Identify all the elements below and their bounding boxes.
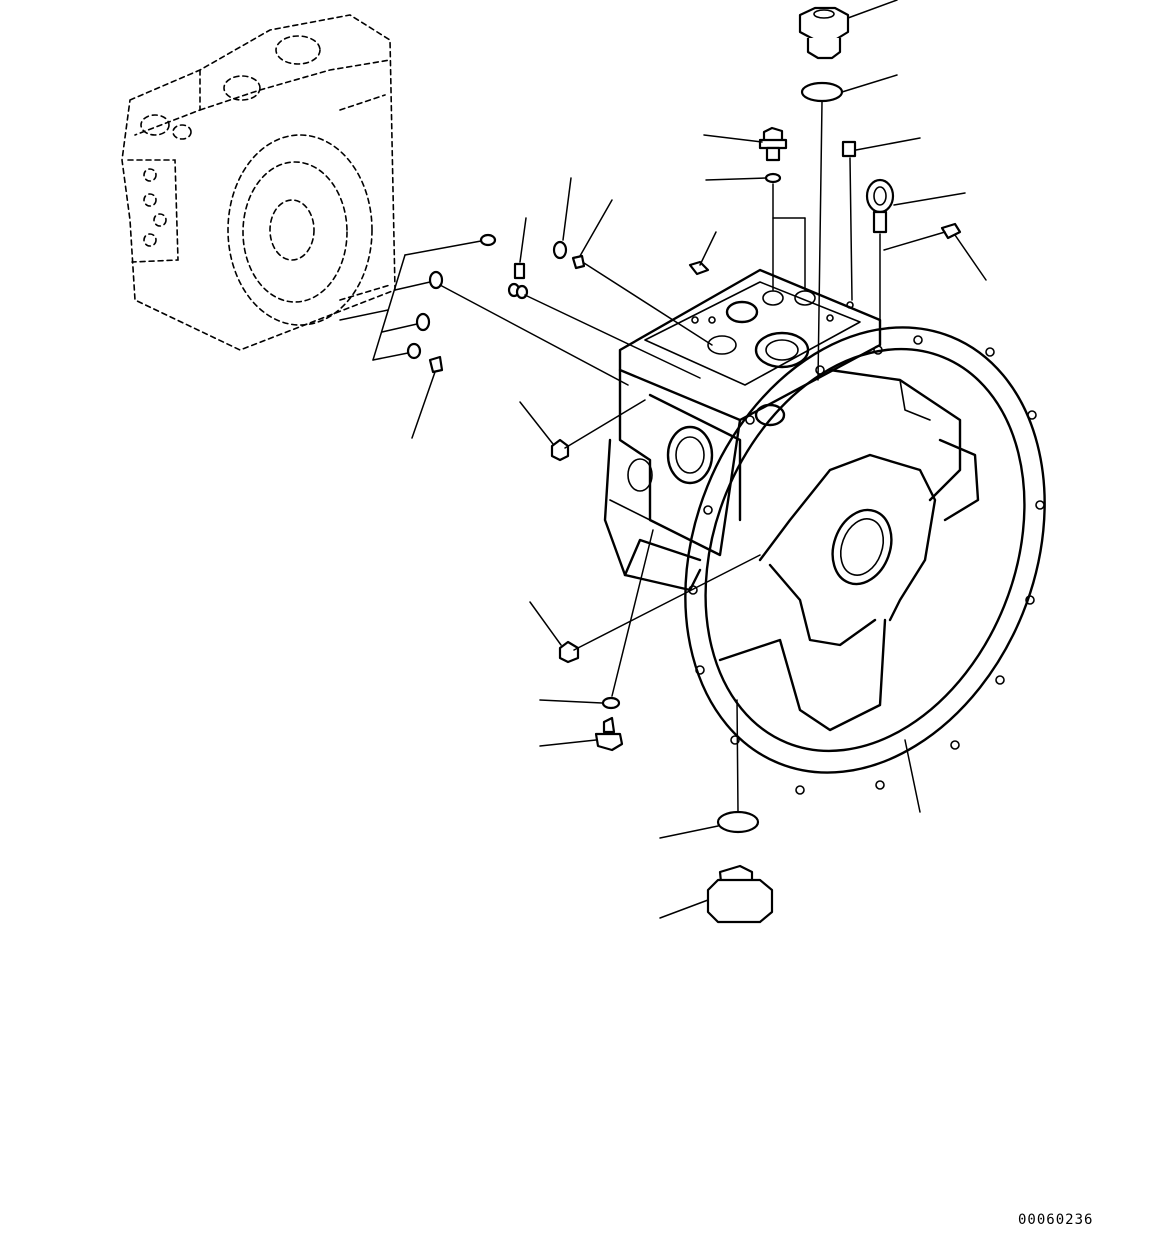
pump-body	[603, 268, 882, 592]
bolt-small	[758, 126, 788, 162]
bolt-side-lower	[558, 640, 580, 664]
flange-housing	[684, 326, 1046, 795]
o-ring-drain	[716, 810, 760, 834]
o-ring-d	[406, 342, 422, 360]
plug-right	[940, 222, 962, 240]
o-ring-b	[428, 270, 444, 290]
o-ring-lower	[601, 696, 621, 710]
spring-small	[571, 254, 586, 270]
plug-block	[688, 260, 710, 276]
o-ring-large	[800, 81, 844, 103]
bolt-side-upper	[550, 438, 570, 462]
bolt-lower	[594, 716, 624, 752]
o-ring-a	[479, 233, 497, 247]
spring-left	[428, 355, 444, 374]
eye-bolt	[865, 178, 895, 234]
drawing-id-code: 00060236	[1018, 1212, 1094, 1228]
o-ring-e	[552, 240, 568, 260]
leader-lines	[339, 0, 987, 919]
reference-view-housing	[121, 14, 396, 351]
o-ring-small	[764, 172, 782, 184]
drain-plug	[706, 864, 774, 924]
pin-pair	[507, 262, 529, 300]
o-ring-c	[415, 312, 431, 332]
fitting-top	[798, 6, 850, 60]
plug-small	[841, 140, 857, 158]
